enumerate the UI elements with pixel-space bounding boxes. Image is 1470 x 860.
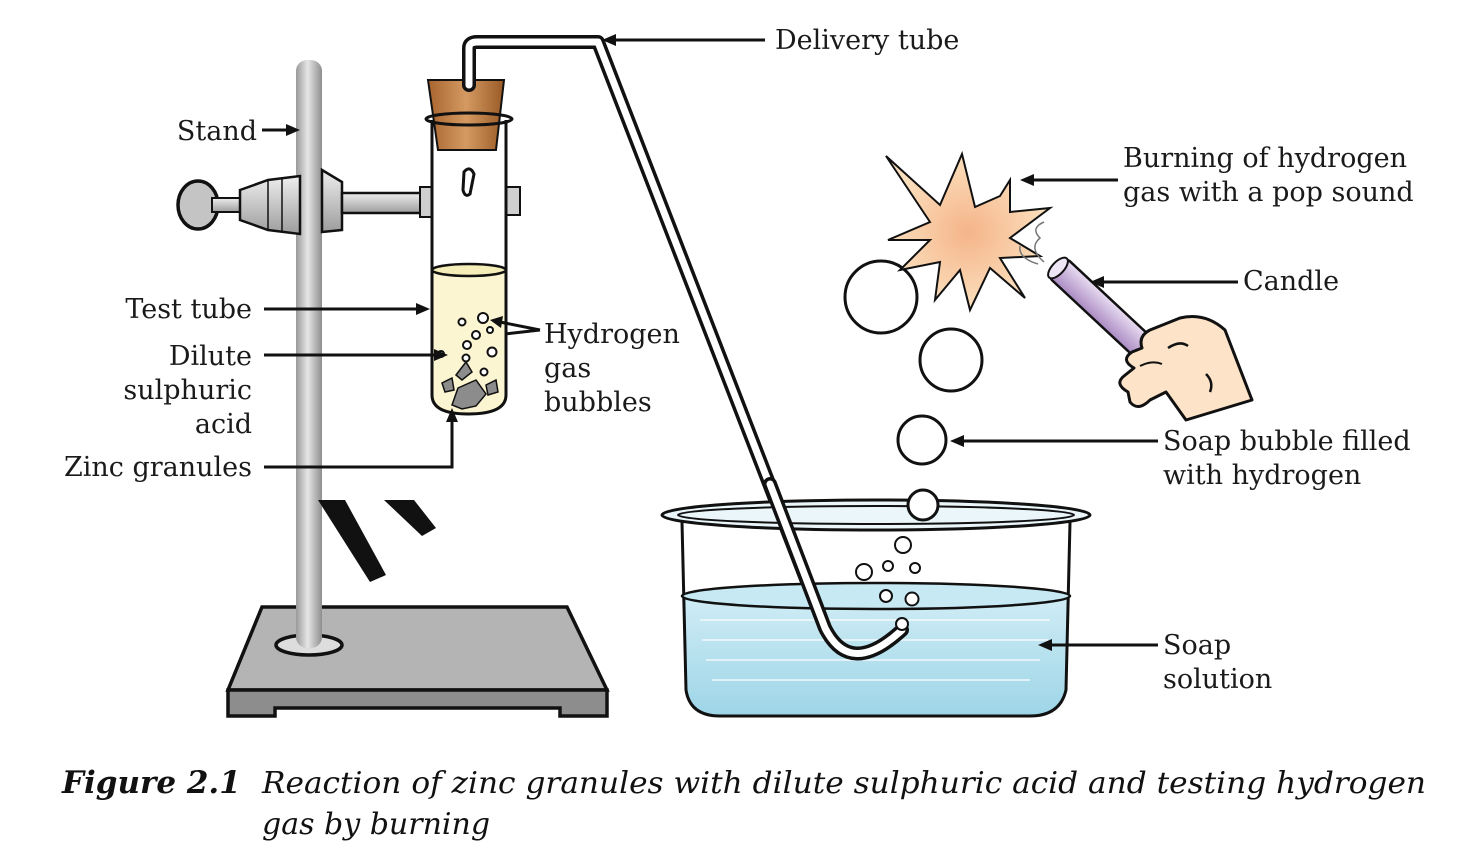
cork bbox=[426, 79, 506, 151]
delivery-tube bbox=[462, 35, 909, 661]
label-acid-line1: Dilute bbox=[169, 341, 252, 372]
label-h2-line1: Hydrogen bbox=[544, 319, 680, 350]
label-acid-line3: acid bbox=[195, 409, 252, 440]
hand bbox=[1118, 315, 1254, 422]
figure-number: Figure 2.1 bbox=[61, 765, 241, 801]
label-burning-line1: Burning of hydrogen bbox=[1123, 143, 1407, 174]
clamp bbox=[176, 167, 521, 236]
label-soap-solution-line1: Soap bbox=[1163, 630, 1231, 661]
stand-base bbox=[225, 605, 610, 718]
label-candle: Candle bbox=[1243, 266, 1339, 297]
label-soap-bubble-line1: Soap bubble filled bbox=[1163, 426, 1411, 457]
label-h2-line3: bubbles bbox=[544, 387, 652, 418]
pop-flame bbox=[885, 150, 1054, 313]
leader-lines bbox=[262, 34, 1238, 651]
label-soap-bubble-line2: with hydrogen bbox=[1163, 460, 1361, 491]
trough bbox=[660, 477, 1092, 718]
caption-line1: Reaction of zinc granules with dilute su… bbox=[261, 766, 1426, 801]
test-tube bbox=[424, 79, 514, 416]
label-zinc: Zinc granules bbox=[64, 452, 252, 483]
stand-shadow-mark-2 bbox=[384, 500, 436, 536]
stand-shadow-mark bbox=[318, 500, 386, 582]
label-burning-line2: gas with a pop sound bbox=[1123, 177, 1414, 208]
zinc-granules bbox=[441, 360, 499, 410]
label-acid-line2: sulphuric bbox=[123, 375, 252, 406]
label-h2-line2: gas bbox=[544, 353, 591, 384]
bubbles-in-tube bbox=[437, 312, 498, 377]
soap-bubbles bbox=[843, 259, 984, 522]
label-stand: Stand bbox=[177, 116, 257, 147]
caption-line2: gas by burning bbox=[262, 807, 490, 842]
label-soap-solution-line2: solution bbox=[1163, 664, 1272, 695]
label-test-tube: Test tube bbox=[125, 294, 252, 325]
label-delivery-tube: Delivery tube bbox=[775, 25, 959, 56]
